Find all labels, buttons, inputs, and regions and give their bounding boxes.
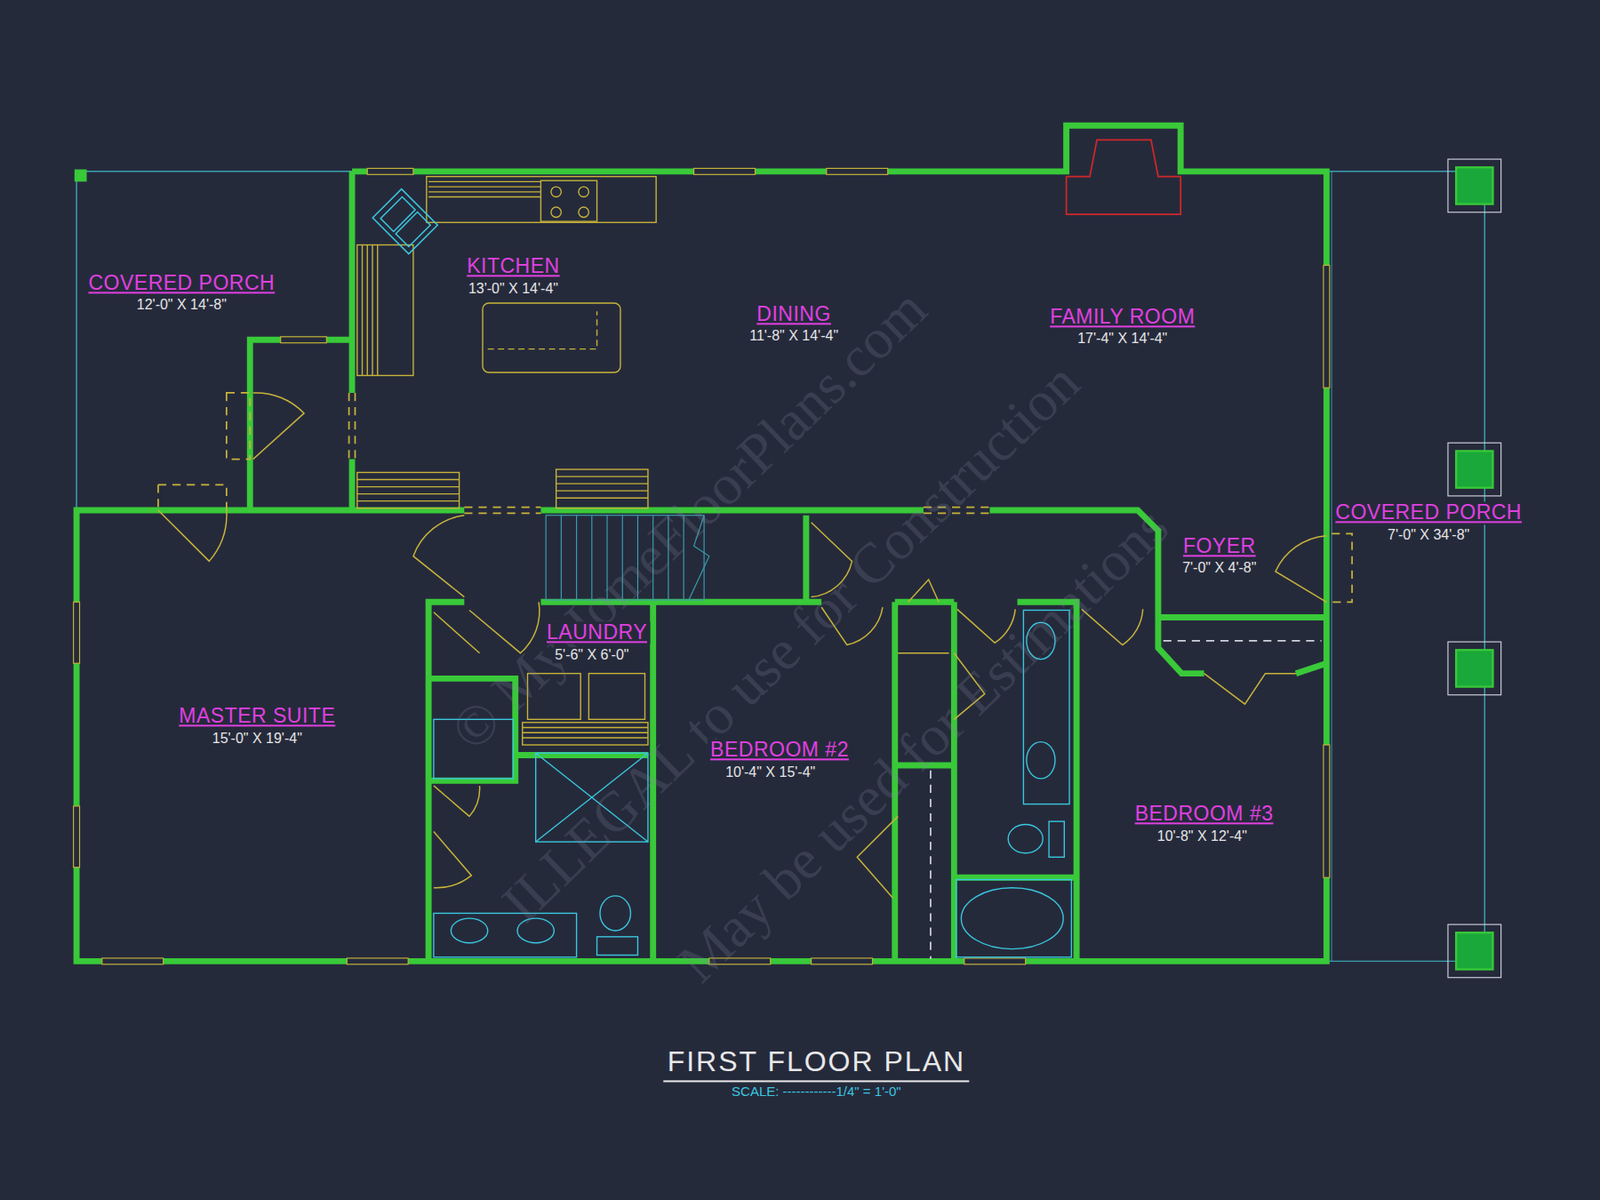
porch-columns — [1448, 159, 1502, 978]
room-name: FAMILY ROOM — [1047, 305, 1198, 328]
room-dimension: 12'-0" X 14'-8" — [134, 296, 230, 313]
plan-title: FIRST FLOOR PLAN — [664, 1047, 969, 1082]
room-dimension: 15'-0" X 19'-4" — [209, 730, 305, 747]
watermark: © MyHomeFloorPlans.com — [439, 277, 939, 763]
kitchen-sink — [372, 189, 438, 255]
room-name: DINING — [753, 303, 834, 326]
room-dimension: 13'-0" X 14'-4" — [465, 280, 561, 297]
room-dimension: 10'-8" X 12'-4" — [1154, 829, 1250, 846]
room-name: COVERED PORCH — [85, 272, 278, 295]
room-dimension: 17'-4" X 14'-4" — [1074, 330, 1170, 347]
room-name: COVERED PORCH — [1332, 502, 1525, 525]
room-name: BEDROOM #3 — [1132, 802, 1277, 825]
room-name: BEDROOM #2 — [707, 738, 852, 761]
corner-post — [74, 169, 88, 183]
room-name: MASTER SUITE — [176, 704, 338, 728]
room-dimension: 11'-8" X 14'-4" — [746, 328, 841, 344]
scale-note: SCALE: ------------1/4" = 1'-0" — [731, 1084, 902, 1100]
room-dimension: 7'-0" X 34'-8" — [1384, 527, 1472, 544]
room-dimension: 5'-6" X 6'-0" — [552, 647, 632, 664]
room-name: FOYER — [1180, 536, 1259, 559]
room-name: KITCHEN — [464, 255, 562, 278]
fireplace — [1066, 139, 1182, 215]
room-name: LAUNDRY — [544, 621, 650, 644]
room-dimension: 7'-0" X 4'-8" — [1179, 560, 1259, 577]
room-dimension: 10'-4" X 15'-4" — [722, 764, 818, 781]
